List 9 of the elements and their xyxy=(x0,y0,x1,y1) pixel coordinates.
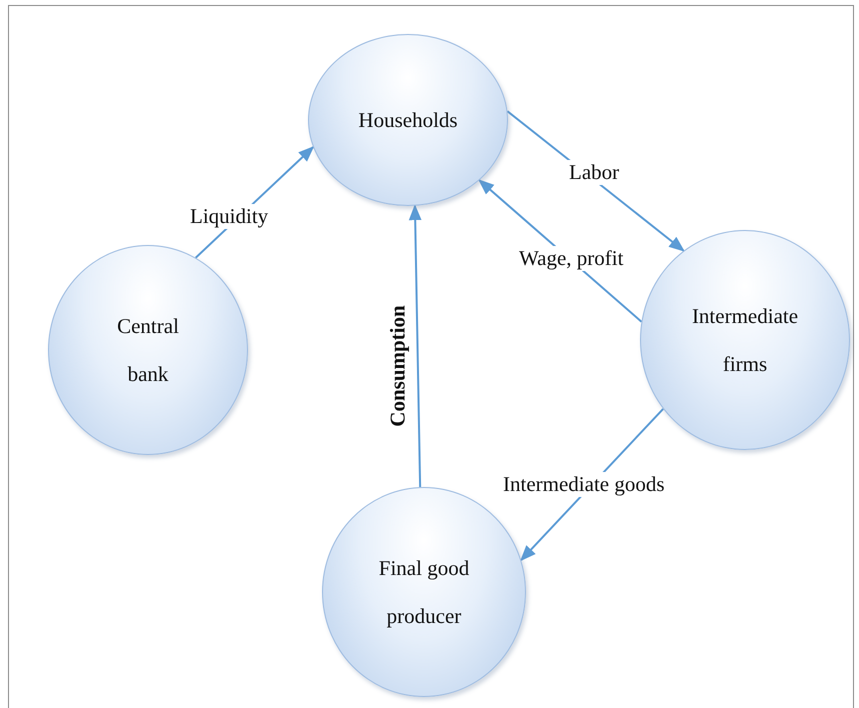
edge-label: Labor xyxy=(567,160,622,185)
node-label: Central bank xyxy=(116,313,180,388)
node-label: Households xyxy=(357,107,459,134)
edge-label: Wage, profit xyxy=(517,246,626,271)
arrow xyxy=(408,204,422,488)
edge-label: Intermediate goods xyxy=(501,472,667,497)
edge-label: Liquidity xyxy=(188,204,270,229)
node-label: Intermediate firms xyxy=(690,303,800,378)
node-label: Final good producer xyxy=(378,555,470,630)
